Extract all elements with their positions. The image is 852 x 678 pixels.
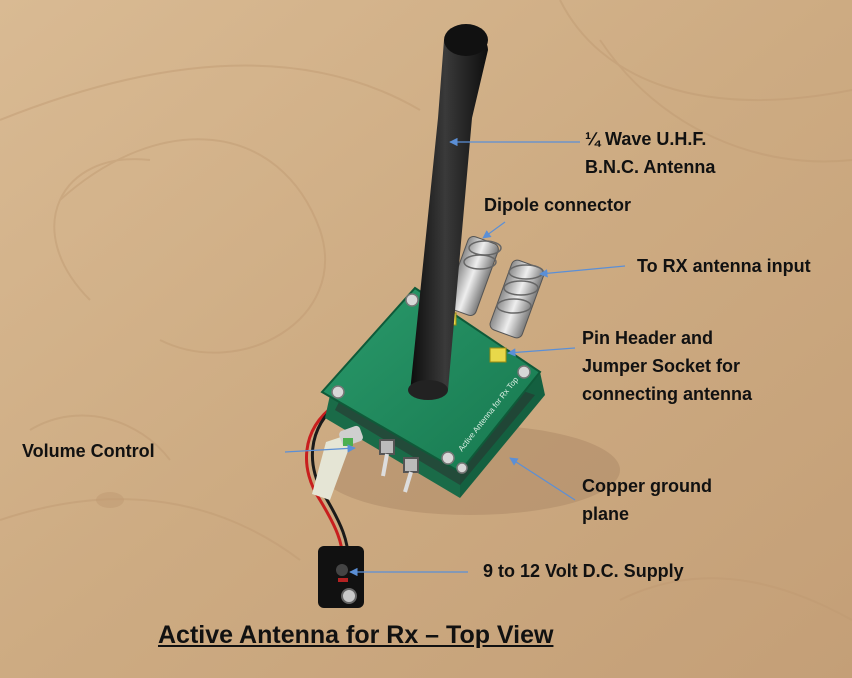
battery-snap [318,546,364,608]
antenna [408,24,488,400]
label-ground-line2: plane [582,504,630,524]
arrow-rx [539,265,626,278]
label-antenna-line2: B.N.C. Antenna [585,157,716,177]
label-pin-header-line2: Jumper Socket for [582,356,741,376]
arrow-dipole [482,221,506,239]
label-ground-line1: Copper ground [582,476,712,496]
arrow-volume [284,444,356,453]
label-pin-header-line1: Pin Header and [582,328,714,348]
toggle-switches [379,439,419,493]
annotation-arrows [284,137,626,577]
label-supply: 9 to 12 Volt D.C. Supply [483,561,684,581]
label-pin-header-line3: connecting antenna [582,384,753,404]
arrow-pin-header [507,347,576,357]
label-rx-input: To RX antenna input [637,256,811,276]
wood-grain [0,0,852,620]
red-wire [305,403,345,566]
wood-knot [96,492,124,508]
label-volume: Volume Control [22,441,155,461]
arrow-ground [509,457,576,501]
figure-caption: Active Antenna for Rx – Top View [158,621,554,649]
label-dipole: Dipole connector [484,195,632,215]
mounting-screws [331,293,531,474]
label-antenna-line1: ¼ Wave U.H.F. [585,129,707,149]
